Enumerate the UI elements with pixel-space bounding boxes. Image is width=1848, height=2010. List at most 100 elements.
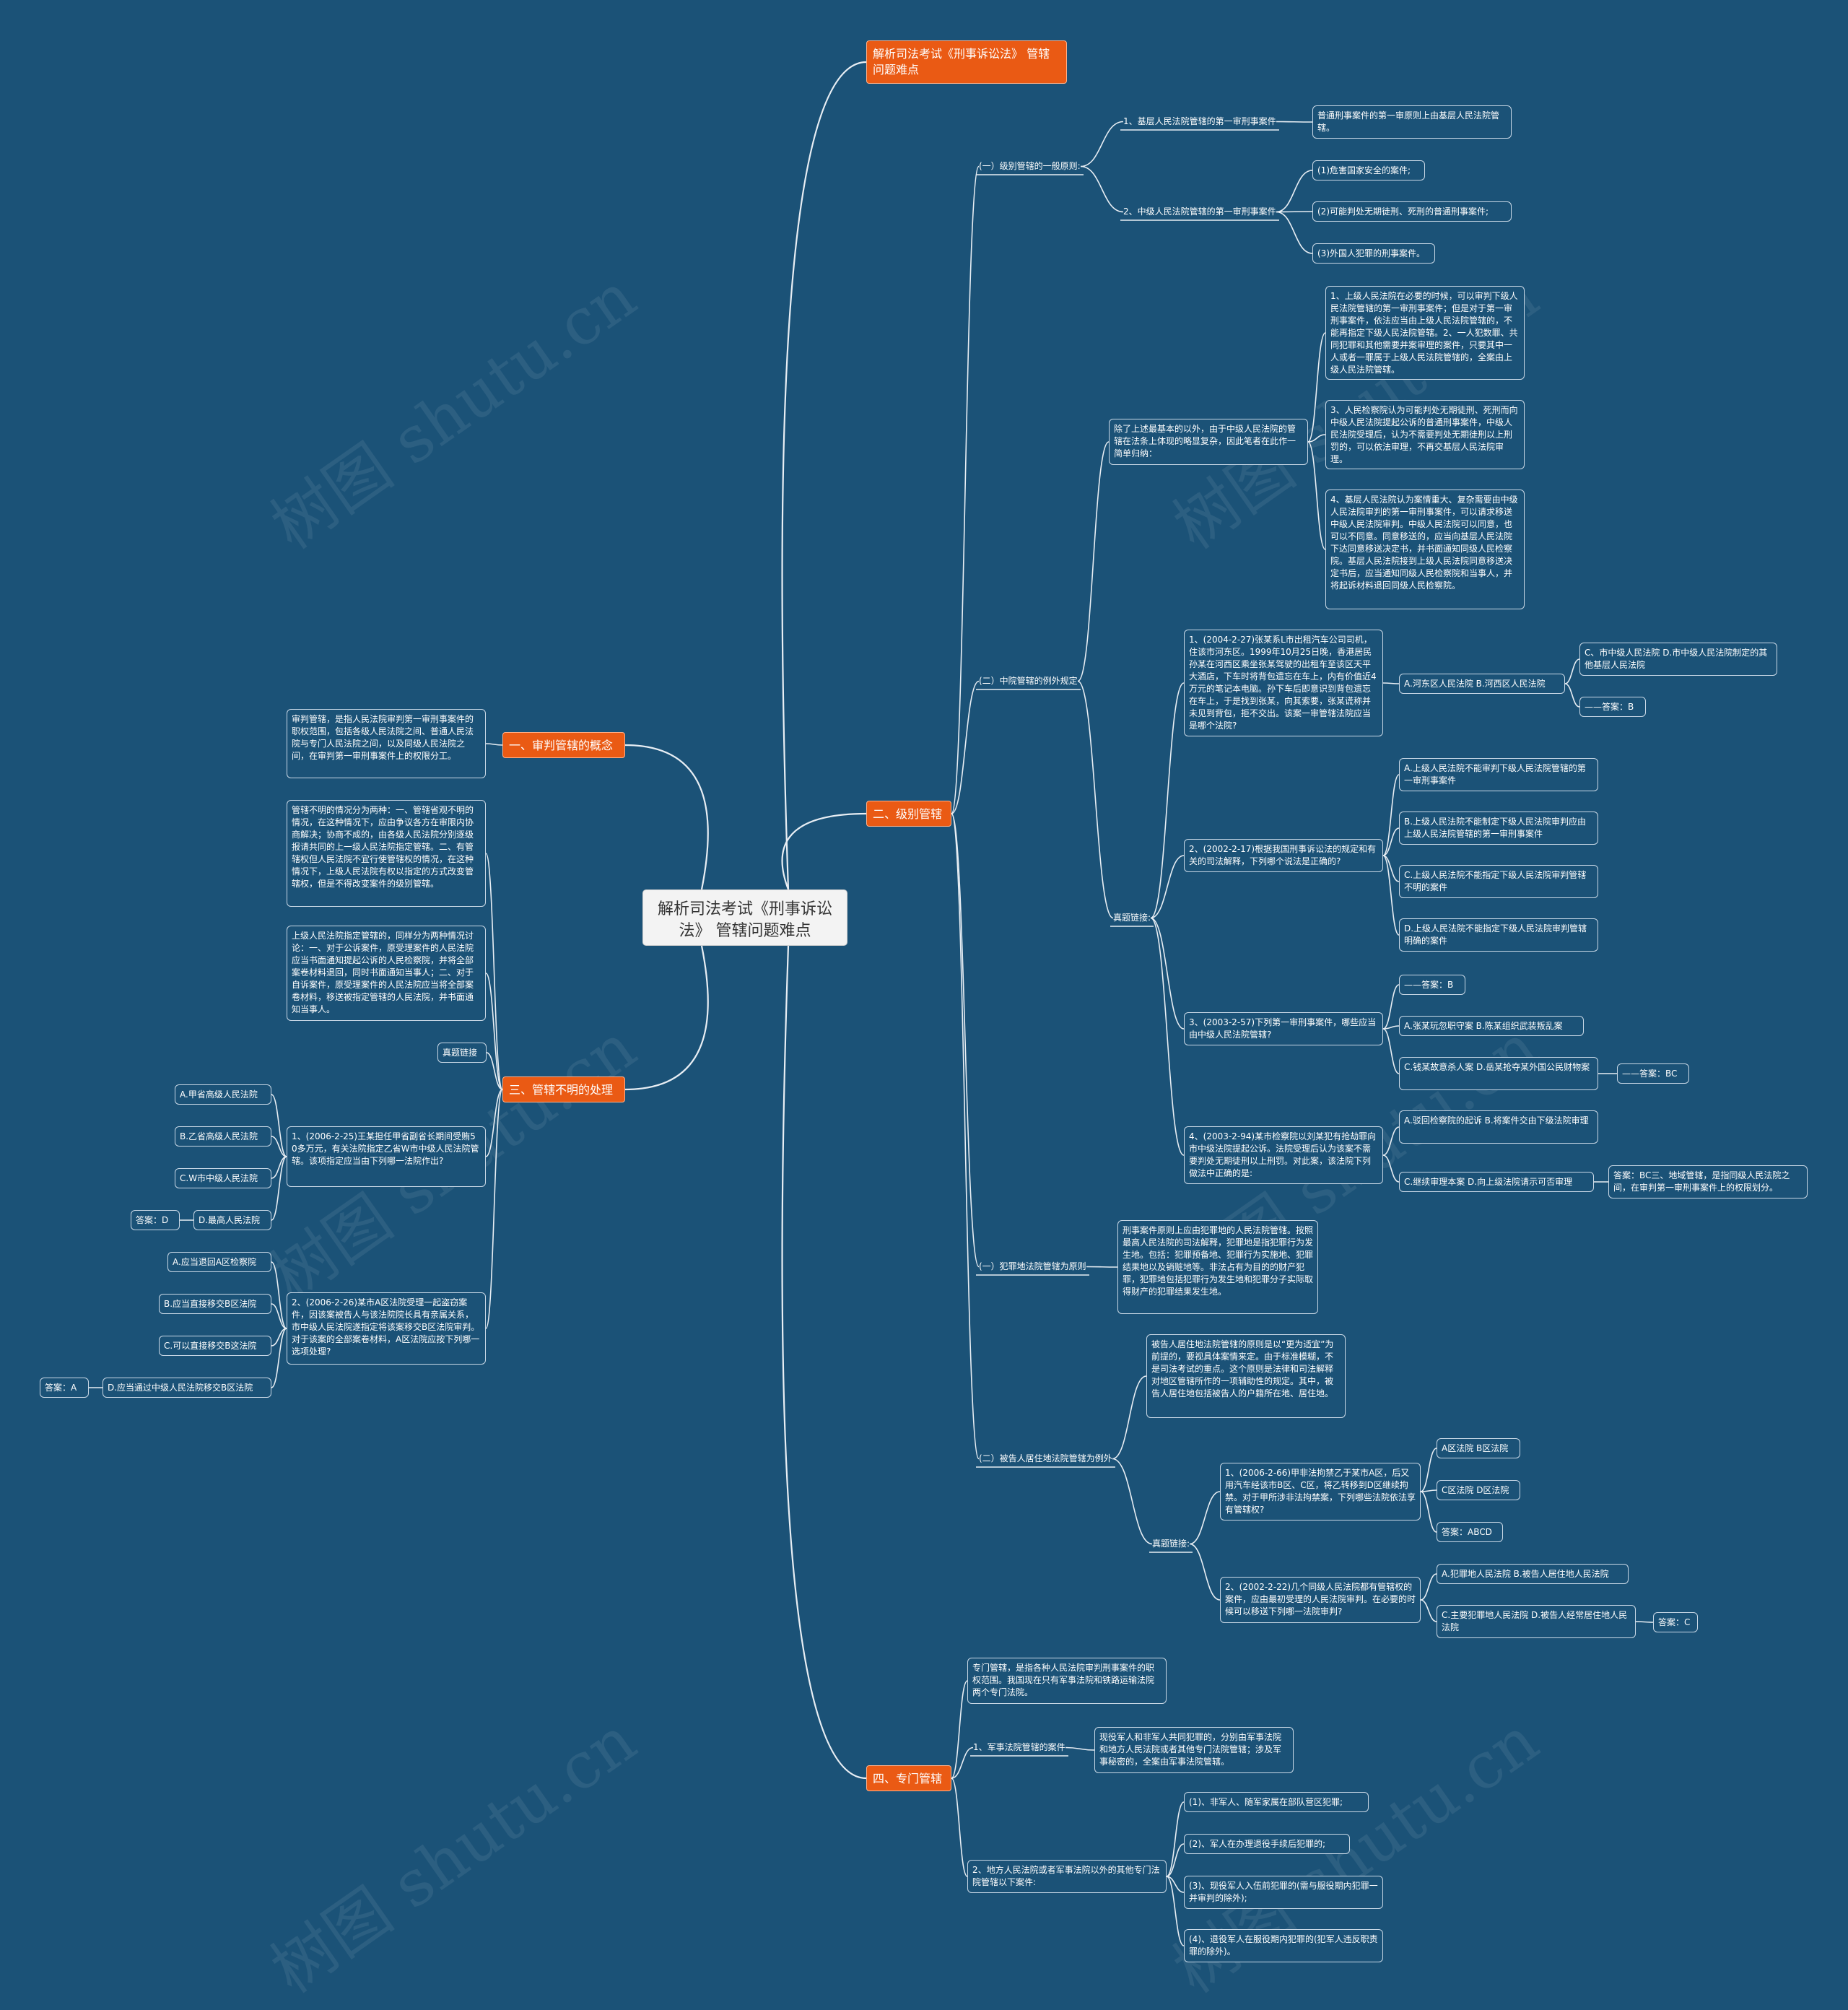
- exam-question-2003-2-94[interactable]: 4、(2003-2-94)某市检察院以刘某犯有抢劫罪向市中级法院提起公诉。法院受…: [1184, 1126, 1383, 1184]
- local-case-3[interactable]: (3)、现役军人入伍前犯罪的(需与服役期内犯罪一并审判的除外);: [1184, 1876, 1383, 1909]
- answer-label[interactable]: ——答案：BC: [1617, 1063, 1689, 1084]
- connector: [485, 743, 503, 746]
- residence-rule[interactable]: 被告人居住地法院管辖的原则是以“更为适宜”为前提的，要视具体案情来定。由于标准模…: [1146, 1334, 1346, 1418]
- crime-place-rule[interactable]: 刑事案件原则上应由犯罪地的人民法院管辖。按照最高人民法院的司法解释，犯罪地是指犯…: [1117, 1220, 1318, 1314]
- connector: [1420, 1448, 1437, 1492]
- answer-label[interactable]: 答案：C: [1653, 1612, 1698, 1632]
- exam-link-label[interactable]: 真题链接:: [1152, 1539, 1190, 1549]
- military-court-cases[interactable]: 1、军事法院管辖的案件: [973, 1742, 1065, 1752]
- exception-rule-1-2[interactable]: 1、上级人民法院在必要的时候，可以审判下级人民法院管辖的第一审刑事案件；但是对于…: [1325, 286, 1525, 380]
- connector: [1382, 774, 1400, 856]
- local-case-1[interactable]: (1)、非军人、随军家属在部队营区犯罪;: [1184, 1792, 1369, 1812]
- connector: [1276, 170, 1313, 213]
- exam-question-2002-2-22[interactable]: 2、(2002-2-22)几个同级人民法院都有管辖权的案件，应由最初受理的人民法…: [1220, 1577, 1421, 1623]
- general-principle-title[interactable]: (一）级别管辖的一般原则:: [979, 161, 1081, 171]
- exam-question-2006-2-66[interactable]: 1、(2006-2-66)甲非法拘禁乙于某市A区，后又用汽车经该市B区、C区，将…: [1220, 1463, 1421, 1520]
- option-b[interactable]: B.上级人民法院不能制定下级人民法院审判应由上级人民法院管辖的第一审刑事案件: [1399, 812, 1598, 845]
- exception-rule-4[interactable]: 4、基层人民法院认为案情重大、复杂需要由中级人民法院审判的第一审刑事案件，可以请…: [1325, 490, 1525, 609]
- basic-court-rule[interactable]: 普通刑事案件的第一审原则上由基层人民法院管辖。: [1312, 105, 1512, 139]
- option-cd[interactable]: C.钱某故意杀人案 D.岳某抢夺某外国公民财物案: [1399, 1057, 1598, 1090]
- option-d[interactable]: D.上级人民法院不能指定下级人民法院审判管辖明确的案件: [1399, 918, 1598, 952]
- connector: [271, 1156, 287, 1221]
- answer-label[interactable]: 答案：D: [131, 1210, 180, 1230]
- answer-label[interactable]: 答案：A: [40, 1378, 89, 1398]
- option-a[interactable]: A.甲省高级人民法院: [175, 1084, 271, 1105]
- unclear-note-2[interactable]: 上级人民法院指定管辖的，同样分为两种情况讨论：一、对于公诉案件，原受理案件的人民…: [287, 926, 486, 1021]
- root-topic[interactable]: 解析司法考试《刑事诉讼法》 管辖问题难点: [642, 889, 847, 946]
- intermediate-court-cases[interactable]: 2、中级人民法院管辖的第一审刑事案件: [1123, 206, 1276, 217]
- connector: [1065, 1746, 1095, 1751]
- unclear-note-1[interactable]: 管辖不明的情况分为两种：一、管辖省观不明的情况，在这种情况下，应由争议各方在审限…: [287, 800, 486, 907]
- option-ab[interactable]: A区法院 B区法院: [1437, 1438, 1520, 1458]
- intermediate-case-3[interactable]: (3)外国人犯罪的刑事案件。: [1312, 243, 1435, 264]
- connector: [485, 853, 503, 1090]
- exam-question-2006-2-25[interactable]: 1、(2006-2-25)王某担任甲省副省长期间受贿50多万元，有关法院指定乙省…: [287, 1126, 486, 1187]
- connector: [485, 1089, 503, 1157]
- option-b[interactable]: B.乙省高级人民法院: [175, 1126, 271, 1147]
- connector: [1150, 917, 1185, 1030]
- answer-label[interactable]: ——答案：B: [1399, 975, 1465, 995]
- option-ab[interactable]: A.河东区人民法院 B.河西区人民法院: [1399, 674, 1565, 694]
- exam-link-label[interactable]: 真题链接: [437, 1043, 487, 1063]
- option-d[interactable]: D.最高人民法院: [193, 1210, 271, 1230]
- exam-question-2004-2-27[interactable]: 1、(2004-2-27)张某系L市出租汽车公司司机，住该市河东区。1999年1…: [1184, 630, 1383, 736]
- answer-label[interactable]: 答案：ABCD: [1437, 1522, 1503, 1542]
- connector: [1307, 441, 1326, 550]
- exception-summary[interactable]: 除了上述最基本的以外，由于中级人民法院的管辖在法条上体现的略显复杂，因此笔者在此…: [1109, 419, 1308, 465]
- exception-rule-3[interactable]: 3、人民检察院认为可能判处无期徒刑、死刑而向中级人民法院提起公诉的普通刑事案件，…: [1325, 400, 1525, 469]
- connector: [271, 1303, 287, 1329]
- military-court-rule[interactable]: 现役军人和非军人共同犯罪的，分别由军事法院和地方人民法院或者其他专门法院管辖；涉…: [1094, 1727, 1294, 1773]
- connector: [1077, 441, 1110, 682]
- option-c[interactable]: C.可以直接移交B这法院: [159, 1336, 271, 1356]
- connector: [1276, 211, 1313, 254]
- exam-question-2003-2-57[interactable]: 3、(2003-2-57)下列第一审刑事案件，哪些应当由中级人民法院管辖?: [1184, 1012, 1383, 1045]
- intermediate-case-1[interactable]: (1)危害国家安全的案件;: [1312, 160, 1425, 180]
- intermediate-case-2[interactable]: (2)可能判处无期徒刑、死刑的普通刑事案件;: [1312, 201, 1512, 222]
- basic-court-cases[interactable]: 1、基层人民法院管辖的第一审刑事案件: [1123, 116, 1276, 126]
- connector: [951, 1680, 968, 1779]
- connector: [951, 165, 980, 814]
- connector: [1086, 1266, 1118, 1268]
- option-a[interactable]: A.应当退回A区检察院: [167, 1252, 271, 1272]
- local-case-2[interactable]: (2)、军人在办理退役手续后犯罪的;: [1184, 1834, 1350, 1854]
- connector: [1276, 121, 1313, 123]
- connector: [951, 813, 980, 1268]
- crime-place-title[interactable]: (一）犯罪地法院管辖为原则: [979, 1261, 1086, 1271]
- connector: [1307, 332, 1326, 443]
- local-case-4[interactable]: (4)、退役军人在服役期内犯罪的(犯军人违反职责罪的除外)。: [1184, 1929, 1383, 1962]
- branch-unclear-jurisdiction[interactable]: 三、管辖不明的处理: [502, 1076, 625, 1102]
- branch-level-jurisdiction[interactable]: 二、级别管辖: [866, 801, 951, 827]
- option-d[interactable]: D.应当通过中级人民法院移交B区法院: [103, 1378, 271, 1398]
- option-ab[interactable]: A.驳回检察院的起诉 B.将案件交由下级法院审理: [1399, 1110, 1598, 1144]
- option-c[interactable]: C.上级人民法院不能指定下级人民法院审判管辖不明的案件: [1399, 865, 1598, 898]
- connector: [1307, 434, 1326, 443]
- special-definition[interactable]: 专门管辖，是指各种人民法院审判刑事案件的职权范围。我国现在只有军事法院和铁路运输…: [967, 1658, 1167, 1704]
- connector: [1150, 855, 1185, 919]
- option-c[interactable]: C.W市中级人民法院: [175, 1168, 271, 1188]
- option-b[interactable]: B.应当直接移交B区法院: [159, 1294, 271, 1314]
- answer-territorial[interactable]: 答案：BC三、地域管辖，是指同级人民法院之间，在审判第一审刑事案件上的权限划分。: [1608, 1165, 1808, 1198]
- option-cd[interactable]: C、市中级人民法院 D.市中级人民法院制定的其他基层人民法院: [1579, 643, 1777, 676]
- connector: [1382, 1154, 1400, 1183]
- option-cd[interactable]: C区法院 D区法院: [1437, 1480, 1520, 1500]
- connector: [486, 1052, 503, 1090]
- branch-top-title[interactable]: 解析司法考试《刑事诉讼法》 管辖问题难点: [866, 40, 1067, 84]
- branch-concept[interactable]: 一、审判管辖的概念: [502, 732, 625, 758]
- exam-question-2002-2-17[interactable]: 2、(2002-2-17)根据我国刑事诉讼法的规定和有关的司法解释，下列哪个说法…: [1184, 839, 1383, 872]
- residence-title[interactable]: (二）被告人居住地法院管辖为例外: [979, 1453, 1112, 1463]
- answer-label[interactable]: ——答案：B: [1579, 697, 1646, 717]
- option-cd[interactable]: C.继续审理本案 D.向上级法院请示可否审理: [1399, 1172, 1594, 1192]
- exam-question-2006-2-26[interactable]: 2、(2006-2-26)某市A区法院受理一起盗窃案件，因该案被告人与该法院院长…: [287, 1292, 486, 1365]
- branch-special-jurisdiction[interactable]: 四、专门管辖: [866, 1765, 951, 1791]
- connector: [951, 1746, 974, 1779]
- concept-definition[interactable]: 审判管辖，是指人民法院审判第一审刑事案件的职权范围，包括各级人民法院之间、普通人…: [287, 709, 486, 778]
- connector: [1166, 1876, 1185, 1946]
- local-court-cases[interactable]: 2、地方人民法院或者军事法院以外的其他专门法院管辖以下案件:: [967, 1860, 1167, 1893]
- option-ab[interactable]: A.犯罪地人民法院 B.被告人居住地人民法院: [1437, 1564, 1629, 1584]
- intermediate-exception-title[interactable]: (二）中院管辖的例外规定: [979, 676, 1078, 686]
- exam-link-label[interactable]: 真题链接:: [1113, 913, 1151, 923]
- option-cd[interactable]: C.主要犯罪地人民法院 D.被告人经常居住地人民法院: [1437, 1605, 1636, 1638]
- option-ab[interactable]: A.张某玩忽职守案 B.陈某组织武装叛乱案: [1399, 1016, 1584, 1036]
- connector: [485, 973, 503, 1090]
- option-a[interactable]: A.上级人民法院不能审判下级人民法院管辖的第一审刑事案件: [1399, 758, 1598, 791]
